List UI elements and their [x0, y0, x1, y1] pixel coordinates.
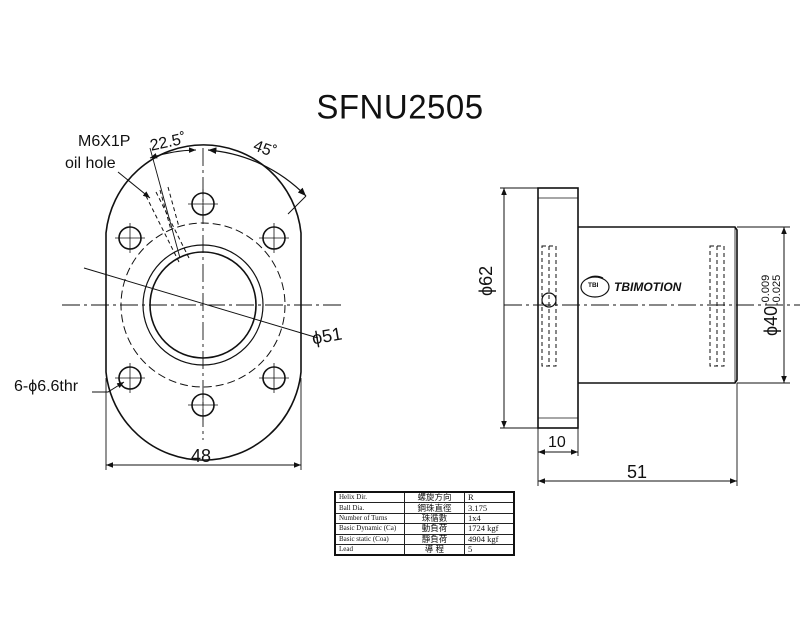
spec-label: Ball Dia.: [334, 502, 405, 514]
oil-hole-thread-label: M6X1P: [78, 133, 131, 150]
front-view: [62, 144, 345, 470]
spec-label-cn: 靜負荷: [404, 533, 465, 545]
spec-label-cn: 珠循數: [404, 512, 465, 525]
table-row: Basic Dynamic (Ca) 動負荷 1724 kgf: [334, 523, 515, 535]
spec-label: Lead: [334, 543, 405, 556]
spec-label-cn: 鋼珠直徑: [404, 502, 465, 514]
spec-value: 4904 kgf: [464, 533, 515, 545]
body-tolerance-lower: -0.025: [771, 274, 783, 306]
brand-badge-icon: [580, 276, 610, 298]
side-view: [500, 187, 800, 486]
table-row: Basic static (Coa) 靜負荷 4904 kgf: [334, 533, 515, 545]
brand-badge-label: TBI: [588, 282, 599, 289]
spec-label: Helix Dir.: [334, 491, 405, 504]
spec-label-cn: 螺旋方向: [404, 491, 465, 504]
table-row: Number of Turns 珠循數 1x4: [334, 512, 515, 525]
bolt-holes-label: 6-ϕ6.6thr: [14, 378, 79, 395]
spec-value: 1724 kgf: [464, 523, 515, 535]
spec-value: 5: [464, 543, 515, 556]
flange-thickness-dimension: 10: [548, 434, 566, 451]
spec-value: R: [464, 491, 515, 504]
spec-table: Helix Dir. 螺旋方向 R Ball Dia. 鋼珠直徑 3.175 N…: [334, 491, 515, 557]
table-row: Lead 導 程 5: [334, 543, 515, 556]
flange-diameter-label: ϕ62: [476, 265, 496, 296]
length-dimension: 51: [627, 462, 648, 482]
drawing-title: SFNU2505: [316, 87, 484, 126]
brand-logo: TBIMOTION: [614, 280, 682, 294]
table-row: Ball Dia. 鋼珠直徑 3.175: [334, 502, 515, 514]
spec-label: Basic Dynamic (Ca): [334, 523, 405, 535]
spec-label: Basic static (Coa): [334, 533, 405, 545]
oil-hole-label: oil hole: [65, 155, 116, 172]
spec-label-cn: 導 程: [404, 543, 465, 556]
width-dimension: 48: [191, 446, 212, 466]
spec-label: Number of Turns: [334, 512, 405, 525]
spec-value: 1x4: [464, 512, 515, 525]
table-row: Helix Dir. 螺旋方向 R: [334, 491, 515, 504]
spec-value: 3.175: [464, 502, 515, 514]
spec-label-cn: 動負荷: [404, 523, 465, 535]
body-diameter-label: ϕ40: [761, 305, 781, 336]
